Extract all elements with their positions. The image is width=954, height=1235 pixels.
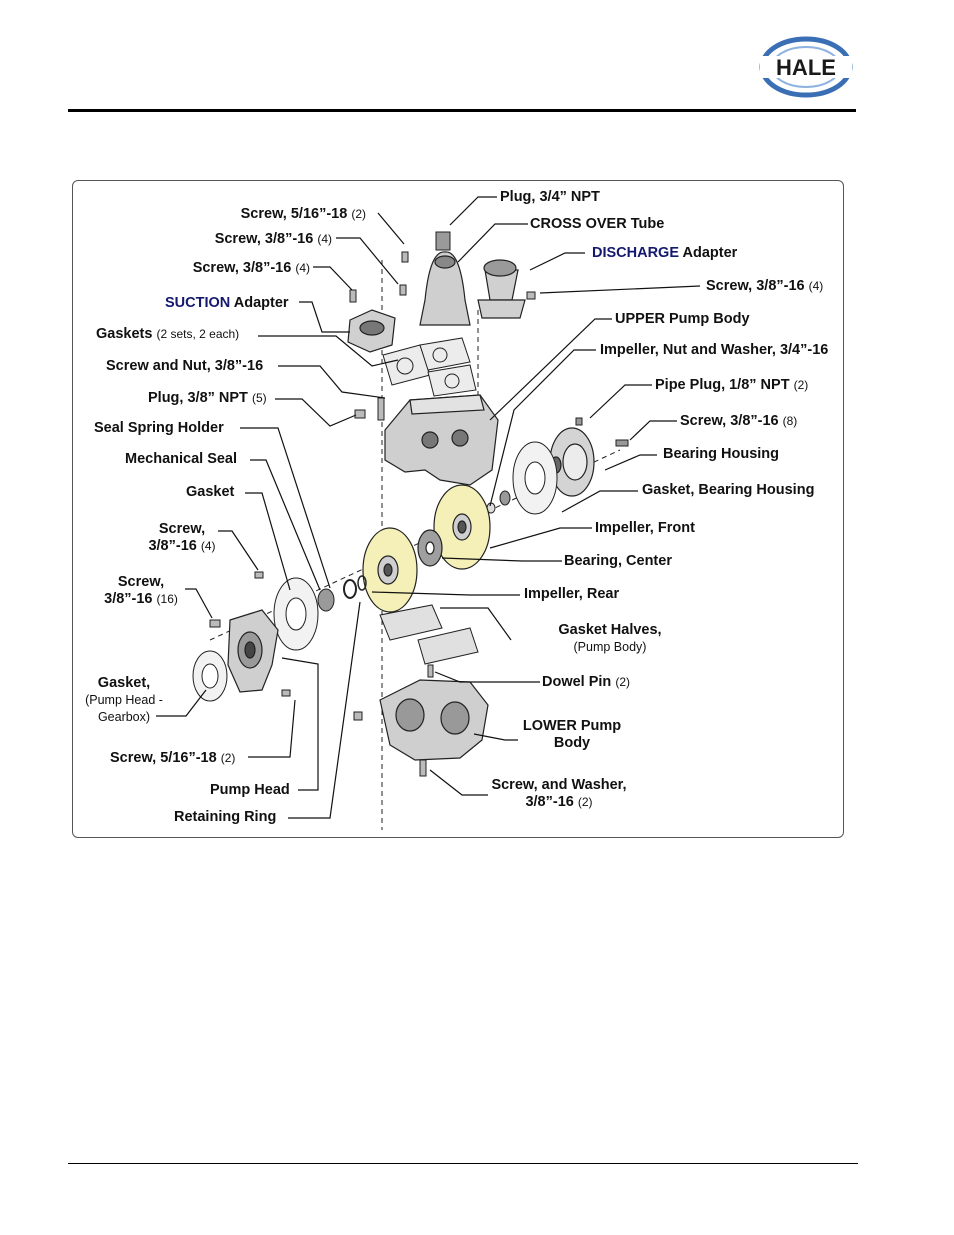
label-plug-34-npt: Plug, 3/4” NPT [500, 189, 600, 205]
label-pump-head: Pump Head [210, 782, 290, 798]
label-gasket-pump-head-gearbox: Gasket,(Pump Head -Gearbox) [85, 675, 163, 724]
label-gaskets: Gaskets (2 sets, 2 each) [96, 326, 240, 342]
label-bearing-housing: Bearing Housing [663, 446, 780, 462]
footer-rule [68, 1163, 858, 1164]
label-screw-516-top: Screw, 5/16”-18 (2) [240, 206, 366, 222]
label-screw-516-bottom: Screw, 5/16”-18 (2) [110, 750, 236, 766]
label-screw-38-a: Screw, 3/8”-16 (4) [214, 231, 332, 247]
label-screw-and-washer: Screw, and Washer,3/8”-16 (2) [491, 777, 627, 810]
hale-logo: HALE [759, 36, 853, 98]
label-gasket-bearing-housing: Gasket, Bearing Housing [642, 482, 815, 498]
label-suction-adapter: SUCTION Adapter [165, 295, 289, 311]
label-impeller-front: Impeller, Front [595, 520, 695, 536]
label-retaining-ring: Retaining Ring [174, 809, 277, 825]
label-crossover-tube: CROSS OVER Tube [530, 216, 665, 232]
label-impeller-nut-washer: Impeller, Nut and Washer, 3/4”-16 [600, 342, 829, 358]
label-impeller-rear: Impeller, Rear [524, 586, 620, 602]
logo-text: HALE [776, 55, 836, 80]
label-plug-38-npt: Plug, 3/8” NPT (5) [148, 390, 267, 406]
label-discharge-adapter: DISCHARGE Adapter [592, 245, 738, 261]
label-screw-left-4: Screw,3/8”-16 (4) [148, 521, 216, 554]
header-rule [68, 109, 856, 112]
label-upper-pump-body: UPPER Pump Body [615, 311, 750, 327]
label-screw-left-16: Screw,3/8”-16 (16) [104, 574, 178, 607]
label-screw-38-c: Screw, 3/8”-16 (4) [706, 278, 824, 294]
label-mechanical-seal: Mechanical Seal [125, 451, 238, 467]
label-gasket-halves: Gasket Halves,(Pump Body) [558, 622, 662, 654]
label-seal-spring-holder: Seal Spring Holder [94, 420, 224, 436]
label-pipe-plug: Pipe Plug, 1/8” NPT (2) [655, 377, 809, 393]
label-screw-38-8: Screw, 3/8”-16 (8) [680, 413, 798, 429]
label-screw-and-nut: Screw and Nut, 3/8”-16 [106, 358, 264, 374]
label-bearing-center: Bearing, Center [564, 553, 672, 569]
label-dowel-pin: Dowel Pin (2) [542, 674, 630, 690]
label-gasket: Gasket [186, 484, 235, 500]
label-screw-38-b: Screw, 3/8”-16 (4) [192, 260, 310, 276]
